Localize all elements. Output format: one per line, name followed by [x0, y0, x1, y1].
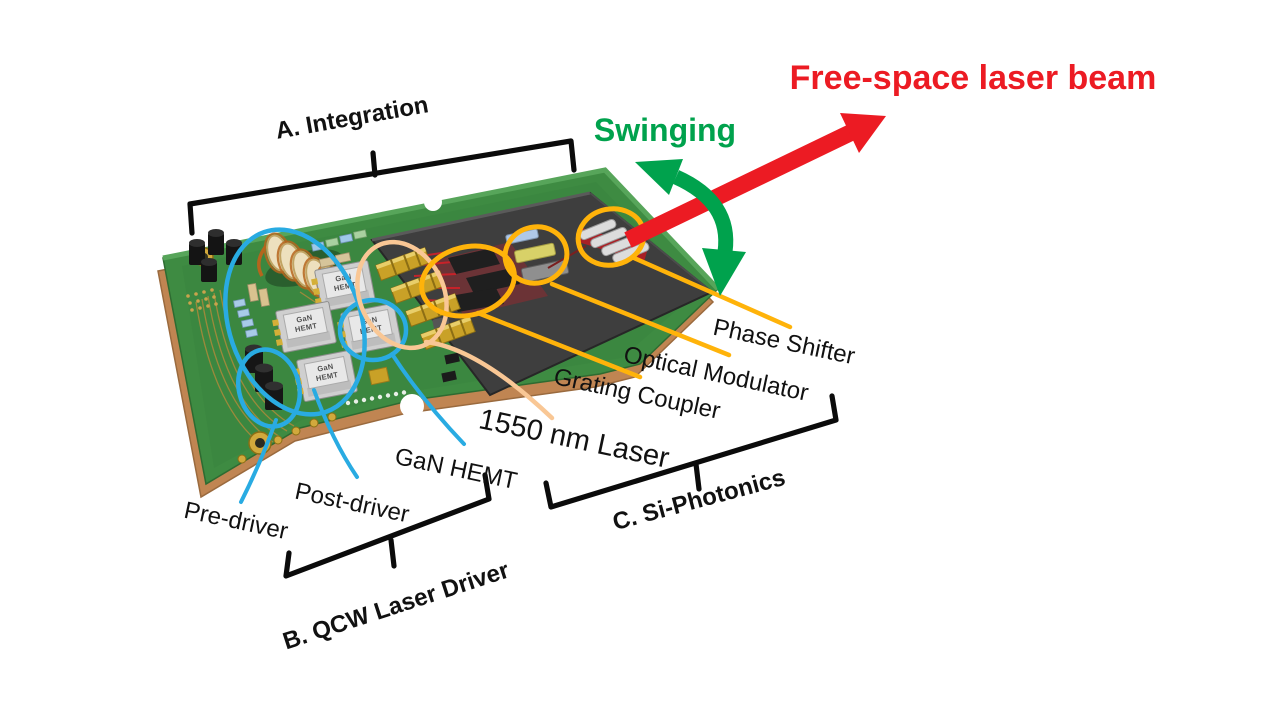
gan-hemt-circle	[337, 297, 409, 363]
pcb-edge-rail	[162, 167, 720, 291]
section-integration-label: A. Integration	[273, 91, 430, 144]
laser-leader	[423, 339, 555, 421]
chip-marking: GaN	[317, 362, 335, 374]
laser-region-ellipse	[355, 239, 449, 351]
via-dot-row	[345, 390, 407, 406]
pre-driver-circle	[236, 347, 302, 429]
laser-1550-label: 1550 nm Laser	[476, 403, 672, 475]
edge-notch-bottom	[400, 394, 424, 418]
beam-shaft	[624, 125, 854, 248]
si-photonics-bracket	[543, 393, 839, 510]
section-qcw-driver-label: B. QCW Laser Driver	[280, 557, 513, 656]
swinging-label: Swinging	[594, 112, 736, 148]
gan-hemt-leader	[390, 352, 466, 446]
chip-marking: HEMT	[315, 370, 339, 383]
gan-hemt-label: GaN HEMT	[393, 443, 520, 495]
swinging-arrow	[635, 159, 746, 296]
grating-coupler-leader	[475, 310, 643, 380]
post-driver-label: Post-driver	[292, 478, 411, 529]
optical-modulator-leader	[549, 281, 732, 358]
capacitors-top-left	[189, 229, 242, 282]
free-space-beam-arrow	[624, 113, 886, 248]
chip-marking: HEMT	[294, 321, 318, 334]
photonic-chip	[370, 191, 714, 397]
gan-hemt-chip: GaN HEMT	[272, 301, 337, 353]
chip-marking: GaN	[335, 272, 353, 284]
pre-driver-leader	[239, 418, 278, 504]
swing-arc	[672, 170, 734, 254]
capacitors-pre-driver	[245, 344, 283, 410]
phase-shifter-structures	[578, 218, 650, 264]
chip-marking: GaN	[296, 313, 314, 325]
qcw-driver-bracket	[283, 472, 492, 579]
optical-modulator-structures	[505, 228, 587, 283]
optical-modulator-circle	[502, 224, 570, 286]
gan-hemt-chip: GaN HEMT	[293, 350, 358, 402]
swing-arrowhead-up	[635, 159, 683, 195]
free-space-beam-label: Free-space laser beam	[790, 59, 1157, 97]
integration-bracket	[187, 138, 577, 236]
beam-arrowhead	[840, 113, 886, 153]
pre-driver-label: Pre-driver	[182, 497, 291, 545]
swing-arrowhead-down	[702, 248, 746, 296]
phase-shifter-leader	[631, 255, 793, 330]
edge-notch-top	[424, 193, 442, 211]
via-grid	[186, 288, 218, 312]
post-driver-leader	[312, 388, 359, 479]
